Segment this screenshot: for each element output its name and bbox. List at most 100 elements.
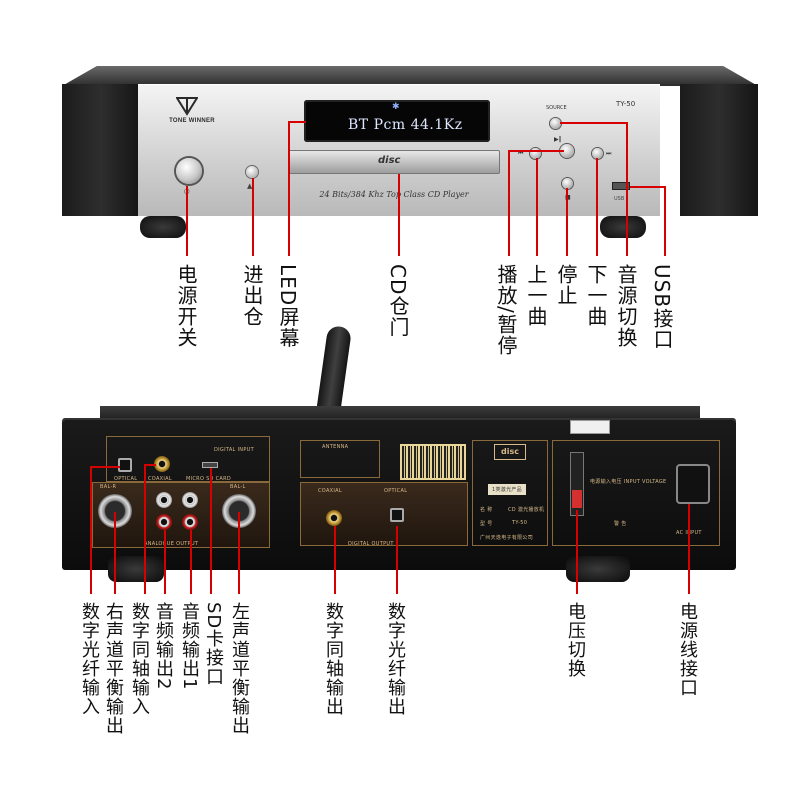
bal-r-label: BAL-R: [100, 484, 117, 490]
front-left-side: [62, 84, 140, 216]
callout-line-coax-in-h: [144, 464, 156, 466]
warning-label: 警 告: [614, 521, 627, 527]
disc-logo: disc: [378, 155, 401, 166]
usb-port[interactable]: [612, 182, 630, 190]
input-voltage-label: 电源输入电压 INPUT VOLTAGE: [590, 479, 667, 485]
optical-output-port[interactable]: [390, 508, 404, 522]
label-optical-input: 数字光纤输入: [79, 602, 100, 716]
callout-line-out1: [190, 530, 192, 594]
name-value: CD 激光播放机: [508, 507, 545, 513]
front-right-side: [680, 84, 758, 216]
voltage-switch-knob[interactable]: [572, 490, 582, 508]
next-button[interactable]: [592, 148, 603, 159]
rca-out2-right[interactable]: [156, 514, 172, 530]
play-pause-icon: ▶‖: [554, 136, 562, 143]
label-stop: 停止: [554, 264, 578, 306]
antenna-label: ANTENNA: [322, 444, 349, 450]
callout-line-stop: [566, 188, 568, 256]
label-led-screen: LED屏幕: [276, 264, 300, 349]
callout-line-bal-r: [114, 512, 116, 594]
brand-name: TONE WINNER: [169, 118, 215, 124]
led-display: [304, 100, 490, 142]
rca-out1-right[interactable]: [182, 514, 198, 530]
digital-input-panel: [106, 436, 270, 482]
optical-input-label: OPTICAL: [114, 476, 138, 482]
power-button[interactable]: [176, 158, 202, 184]
callout-line-coax-in: [144, 464, 146, 594]
play-pause-button[interactable]: [560, 144, 574, 158]
label-audio-output-2: 音频输出2: [153, 602, 174, 691]
callout-line-tray: [398, 174, 400, 256]
model-label: TY-50: [616, 100, 636, 108]
optical-input-port[interactable]: [118, 458, 132, 472]
rca-out1-left[interactable]: [182, 492, 198, 508]
sd-card-label: MICRO SD CARD: [186, 476, 232, 482]
callout-line-optical-out: [396, 526, 398, 594]
brand-logo-icon: [176, 97, 198, 116]
coaxial-input-label: COAXIAL: [148, 476, 172, 482]
digital-input-label: DIGITAL INPUT: [214, 447, 254, 453]
callout-line-voltage: [576, 510, 578, 594]
iec-power-socket[interactable]: [676, 464, 710, 504]
label-optical-output: 数字光纤输出: [385, 602, 406, 716]
label-source-switch: 音源切换: [614, 264, 638, 348]
callout-line-sd: [210, 468, 212, 594]
bal-l-label: BAL-L: [230, 484, 246, 490]
stop-button[interactable]: [562, 178, 573, 189]
label-cd-tray: CD仓门: [386, 264, 410, 338]
callout-line-eject: [252, 178, 254, 256]
laser-class-label: 1类激光产品: [488, 484, 526, 495]
bluetooth-icon: ✱: [392, 102, 400, 112]
callout-line-optical-in: [90, 466, 92, 594]
source-button[interactable]: [550, 118, 561, 129]
label-power-socket: 电源线接口: [677, 602, 698, 697]
label-sd-card-slot: SD卡接口: [203, 602, 224, 687]
prev-icon: ⏮: [518, 150, 524, 157]
callout-line-optical-in-h: [92, 466, 120, 468]
callout-line-play-h: [508, 150, 564, 152]
product-info-plate: [472, 440, 548, 546]
sd-card-slot[interactable]: [202, 462, 218, 468]
callout-line-led-v: [288, 121, 290, 256]
callout-line-led-h: [288, 121, 306, 123]
label-left-balanced-output: 左声道平衡输出: [229, 602, 250, 735]
coaxial-input-port[interactable]: [154, 456, 170, 472]
label-usb-port: USB接口: [650, 264, 674, 351]
label-prev-track: 上一曲: [524, 264, 548, 327]
callout-line-coax-out: [334, 526, 336, 594]
front-chassis-top: [62, 66, 758, 86]
power-section-panel: [552, 440, 720, 546]
front-foot-right: [600, 216, 646, 238]
label-audio-output-1: 音频输出1: [179, 602, 200, 691]
prev-button[interactable]: [530, 148, 541, 159]
callout-line-prev: [536, 158, 538, 256]
back-chassis-top: [100, 406, 700, 422]
callout-line-bal-l: [238, 512, 240, 594]
rca-out2-left[interactable]: [156, 492, 172, 508]
disc-logo-rear: disc: [494, 444, 526, 460]
name-label: 名 称: [480, 507, 493, 513]
eject-icon: ▲: [247, 182, 253, 190]
coaxial-output-port[interactable]: [326, 510, 342, 526]
eject-button[interactable]: [246, 166, 258, 178]
label-eject: 进出仓: [240, 264, 264, 327]
model-value: TY-50: [512, 520, 528, 526]
callout-line-source-h: [560, 122, 626, 124]
callout-line-next: [596, 158, 598, 256]
callout-line-source: [626, 122, 628, 256]
optical-output-label: OPTICAL: [384, 488, 408, 494]
label-power-switch: 电源开关: [174, 264, 198, 348]
digital-output-label: DIGITAL OUTPUT: [348, 541, 394, 547]
back-foot-left: [108, 556, 164, 582]
certification-sticker: [570, 420, 610, 434]
label-right-balanced-output: 右声道平衡输出: [103, 602, 124, 735]
label-coaxial-input: 数字同轴输入: [129, 602, 150, 716]
label-coaxial-output: 数字同轴输出: [323, 602, 344, 716]
cd-tray[interactable]: [288, 150, 500, 174]
callout-line-power-socket: [688, 504, 690, 594]
source-label: SOURCE: [546, 105, 567, 111]
callout-line-power: [186, 186, 188, 256]
label-next-track: 下一曲: [584, 264, 608, 327]
manufacturer: 广州天逸电子有限公司: [480, 535, 534, 541]
analogue-output-label: ANALOGUE OUTPUT: [144, 541, 199, 547]
